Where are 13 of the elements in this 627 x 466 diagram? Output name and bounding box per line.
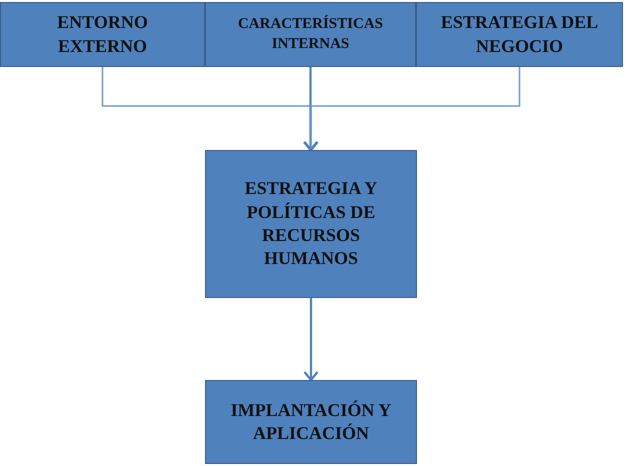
connector-arrow (302, 67, 318, 152)
process-box (205, 2, 416, 67)
node-label: ESTRATEGIA DEL NEGOCIO (440, 11, 600, 58)
connector-arrow (303, 67, 520, 152)
process-box (205, 150, 417, 298)
process-box (205, 380, 417, 464)
node-label: IMPLANTACIÓN Y APLICACIÓN (230, 398, 392, 445)
node-label: ENTORNO EXTERNO (56, 11, 149, 58)
node-label: ESTRATEGIA Y POLÍTICAS DE RECURSOS HUMANOS (244, 177, 378, 270)
process-box (0, 2, 205, 67)
node-label: CARACTERÍSTICAS INTERNAS (236, 15, 384, 54)
connector-arrow (303, 298, 319, 382)
process-box (416, 2, 623, 67)
